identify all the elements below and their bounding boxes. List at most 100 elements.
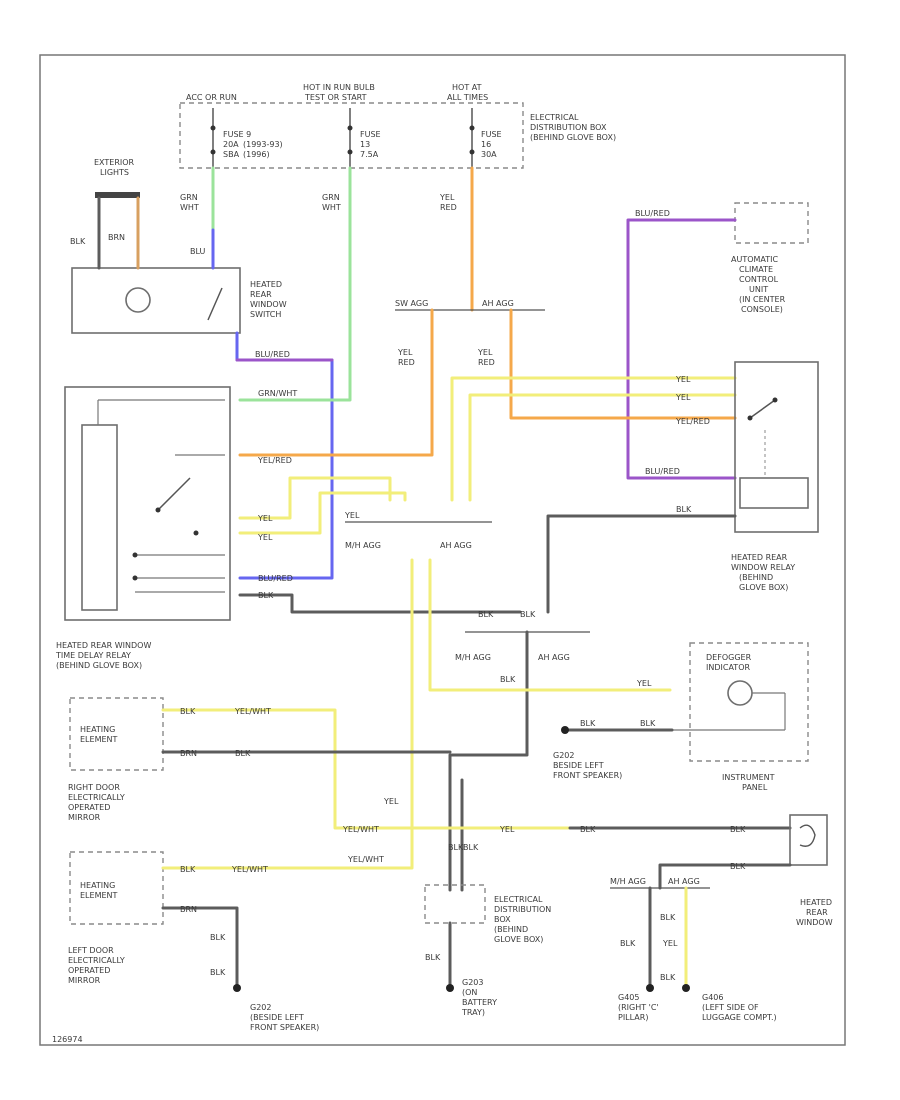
svg-text:BLK: BLK [640, 719, 656, 728]
svg-text:AH AGG: AH AGG [482, 299, 514, 308]
svg-text:BLK: BLK [70, 237, 86, 246]
svg-text:WHT: WHT [180, 203, 199, 212]
left-mirror-heating-element [69, 851, 164, 925]
wire-yel-drop-2 [428, 558, 672, 692]
rear-relay-label: HEATED REAR WINDOW RELAY (BEHIND GLOVE B… [731, 553, 795, 592]
left-heating-element-label: HEATING ELEMENT [80, 881, 118, 900]
svg-text:FRONT SPEAKER): FRONT SPEAKER) [553, 771, 622, 780]
svg-text:YEL: YEL [257, 533, 273, 542]
diagram-frame [39, 54, 846, 1046]
svg-text:BESIDE LEFT: BESIDE LEFT [553, 761, 604, 770]
wire-yel-wht-right [161, 708, 414, 830]
defogger-indicator [689, 642, 809, 762]
svg-text:BLK: BLK [210, 933, 226, 942]
svg-text:ELEMENT: ELEMENT [80, 735, 118, 744]
heated-rear-window [789, 814, 828, 866]
climate-unit-label: AUTOMATIC CLIMATE CONTROL UNIT (IN CENTE… [731, 255, 786, 314]
exterior-lights-label: EXTERIOR LIGHTS [94, 158, 135, 177]
wire-blu-red-climate [626, 218, 737, 480]
relay-coil [81, 424, 118, 611]
svg-text:PANEL: PANEL [742, 783, 768, 792]
svg-text:ELECTRICALLY: ELECTRICALLY [68, 956, 125, 965]
svg-text:WINDOW: WINDOW [250, 300, 287, 309]
svg-text:BLK: BLK [620, 939, 636, 948]
svg-text:(1993-93): (1993-93) [243, 140, 283, 149]
ground-g405: G405 (RIGHT 'C' PILLAR) [618, 993, 659, 1022]
fuse-9: FUSE 9 20A (1993-93) SBA (1996) [223, 130, 283, 159]
svg-text:FUSE: FUSE [481, 130, 502, 139]
svg-text:(BEHIND: (BEHIND [739, 573, 773, 582]
svg-text:UNIT: UNIT [749, 285, 768, 294]
svg-text:BLK: BLK [676, 505, 692, 514]
svg-text:SW AGG: SW AGG [395, 299, 428, 308]
svg-text:HEATED: HEATED [250, 280, 282, 289]
svg-text:YEL: YEL [344, 511, 360, 520]
svg-text:MIRROR: MIRROR [68, 813, 101, 822]
svg-text:PILLAR): PILLAR) [618, 1013, 648, 1022]
svg-text:GRN: GRN [322, 193, 340, 202]
svg-text:(ON: (ON [462, 988, 477, 997]
svg-text:TIME DELAY RELAY: TIME DELAY RELAY [55, 651, 131, 660]
wire-blk-rear-window-2 [658, 863, 792, 890]
svg-text:(BEHIND GLOVE BOX): (BEHIND GLOVE BOX) [56, 661, 142, 670]
svg-text:BRN: BRN [180, 905, 197, 914]
wire-yel-red-right [509, 308, 737, 420]
svg-text:(IN CENTER: (IN CENTER [739, 295, 786, 304]
svg-text:YEL/RED: YEL/RED [675, 417, 710, 426]
svg-text:BLK: BLK [448, 843, 464, 852]
svg-text:YEL: YEL [662, 939, 678, 948]
fuse-16: FUSE 16 30A [481, 130, 502, 159]
svg-text:CONSOLE): CONSOLE) [741, 305, 783, 314]
svg-text:TRAY): TRAY) [461, 1008, 485, 1017]
svg-text:RED: RED [478, 358, 495, 367]
svg-text:ELECTRICAL: ELECTRICAL [530, 113, 579, 122]
svg-text:(BEHIND GLOVE BOX): (BEHIND GLOVE BOX) [530, 133, 616, 142]
svg-text:BLK: BLK [478, 610, 494, 619]
svg-text:YEL: YEL [636, 679, 652, 688]
label-hot-at: HOT AT [452, 83, 482, 92]
svg-text:YEL/RED: YEL/RED [257, 456, 292, 465]
svg-text:BLU/RED: BLU/RED [258, 574, 293, 583]
distribution-box-lower [424, 884, 486, 924]
svg-text:30A: 30A [481, 150, 497, 159]
svg-text:REAR: REAR [806, 908, 828, 917]
svg-text:YEL: YEL [499, 825, 515, 834]
svg-text:BLK: BLK [500, 675, 516, 684]
svg-text:BLK: BLK [660, 973, 676, 982]
svg-text:7.5A: 7.5A [360, 150, 379, 159]
svg-text:LEFT DOOR: LEFT DOOR [68, 946, 114, 955]
label-test-start: TEST OR START [304, 93, 367, 102]
svg-text:BLU/RED: BLU/RED [645, 467, 680, 476]
svg-text:LIGHTS: LIGHTS [100, 168, 129, 177]
svg-text:HEATING: HEATING [80, 725, 115, 734]
svg-text:BLK: BLK [580, 719, 596, 728]
svg-text:BLK: BLK [660, 913, 676, 922]
svg-text:INSTRUMENT: INSTRUMENT [722, 773, 775, 782]
ground-g406: G406 (LEFT SIDE OF LUGGAGE COMPT.) [702, 993, 777, 1022]
svg-text:YEL: YEL [477, 348, 493, 357]
svg-text:YEL: YEL [675, 393, 691, 402]
wire-blk-relay [238, 593, 522, 614]
ground-g202-a: G202 (BESIDE LEFT FRONT SPEAKER) [250, 1003, 319, 1032]
left-mirror-label: LEFT DOOR ELECTRICALLY OPERATED MIRROR [68, 946, 125, 985]
label-all-times: ALL TIMES [447, 93, 488, 102]
svg-text:WHT: WHT [322, 203, 341, 212]
defogger-lamp-icon [727, 680, 753, 706]
svg-text:BLK: BLK [258, 591, 274, 600]
svg-text:16: 16 [481, 140, 491, 149]
svg-text:EXTERIOR: EXTERIOR [94, 158, 135, 167]
svg-text:RIGHT DOOR: RIGHT DOOR [68, 783, 120, 792]
svg-text:GRN/WHT: GRN/WHT [258, 389, 297, 398]
svg-text:YEL/WHT: YEL/WHT [231, 865, 268, 874]
svg-text:SWITCH: SWITCH [250, 310, 281, 319]
svg-text:HEATING: HEATING [80, 881, 115, 890]
svg-text:YEL/WHT: YEL/WHT [342, 825, 379, 834]
svg-text:(LEFT SIDE OF: (LEFT SIDE OF [702, 1003, 759, 1012]
heated-rear-window-switch [71, 267, 241, 334]
svg-text:(BEHIND: (BEHIND [494, 925, 528, 934]
label-hot-in-run: HOT IN RUN BULB [303, 83, 375, 92]
svg-text:ELECTRICAL: ELECTRICAL [494, 895, 543, 904]
svg-text:BATTERY: BATTERY [462, 998, 497, 1007]
svg-text:BLK: BLK [580, 825, 596, 834]
